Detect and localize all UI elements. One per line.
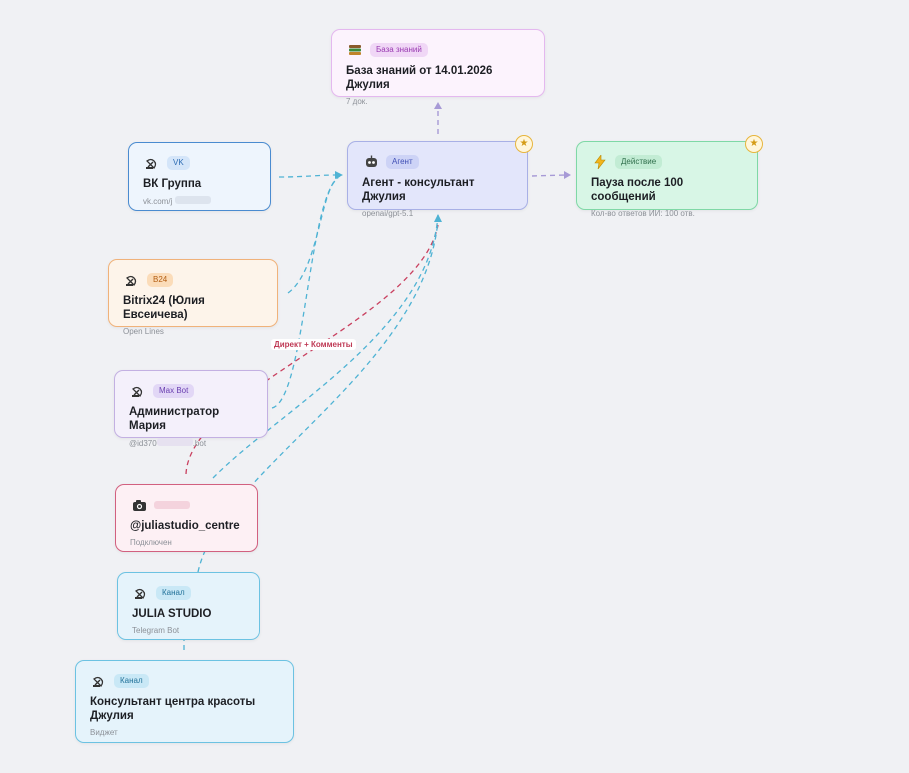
redacted-badge	[154, 501, 190, 509]
books-icon	[346, 41, 364, 59]
node-instagram[interactable]: @juliastudio_centre Подключен	[115, 484, 258, 552]
robot-icon	[362, 153, 380, 171]
edge-vk-agent-arrow	[335, 171, 343, 179]
satellite-icon	[143, 154, 161, 172]
node-subtitle: Кол-во ответов ИИ: 100 отв.	[591, 209, 695, 218]
node-subtitle: Telegram Bot	[132, 626, 180, 635]
node-max-bot[interactable]: Max Bot Администратор Мария @id370.bot	[114, 370, 268, 448]
node-title: @juliastudio_centre	[130, 520, 240, 532]
node-type-badge: Агент	[386, 155, 419, 169]
node-subtitle: Подключен	[130, 538, 172, 547]
node-bitrix24[interactable]: B24 Bitrix24 (Юлия Евсеичева) Open Lines	[108, 259, 278, 336]
node-telegram[interactable]: Канал JULIA STUDIO Telegram Bot	[117, 572, 260, 640]
node-type-badge: Канал	[114, 674, 149, 688]
node-subtitle: Виджет	[90, 728, 118, 737]
satellite-icon	[132, 584, 150, 602]
edge-label-direct: Директ + Комменты	[271, 339, 356, 350]
node-subtitle: openai/gpt-5.1	[362, 209, 414, 218]
node-subtitle: Open Lines	[123, 327, 164, 336]
satellite-icon	[129, 382, 147, 400]
node-title: Консультант центра красоты Джулия	[90, 696, 256, 722]
edge-bitrix-agent	[287, 175, 341, 294]
node-agent[interactable]: Агент Агент - консультант Джулия openai/…	[347, 141, 528, 218]
node-title: ВК Группа	[143, 178, 202, 190]
node-type-badge: VK	[167, 156, 190, 170]
node-title: Агент - консультант Джулия	[362, 177, 475, 203]
node-subtitle: @id370.bot	[129, 438, 207, 448]
satellite-icon	[123, 271, 141, 289]
redacted-text	[174, 196, 211, 204]
node-title: База знаний от 14.01.2026 Джулия	[346, 65, 493, 91]
node-type-badge: Действие	[615, 155, 663, 169]
node-type-badge: Канал	[156, 586, 191, 600]
node-title: Администратор Мария	[129, 406, 220, 432]
satellite-icon	[90, 672, 108, 690]
edge-agent-action	[531, 174, 567, 177]
node-type-badge: База знаний	[370, 43, 428, 57]
node-title: Пауза после 100 сообщений	[591, 177, 684, 203]
agent-star-icon[interactable]: ★	[515, 135, 533, 153]
node-widget[interactable]: Канал Консультант центра красоты Джулия …	[75, 660, 294, 743]
node-type-badge: Max Bot	[153, 384, 195, 398]
camera-icon	[130, 496, 148, 514]
node-subtitle: vk.com/j	[143, 196, 256, 207]
lightning-icon	[591, 153, 609, 171]
action-star-icon[interactable]: ★	[745, 135, 763, 153]
node-title: JULIA STUDIO	[132, 608, 212, 620]
node-subtitle: 7 док.	[346, 97, 368, 106]
edge-agent-action-arrow	[564, 171, 571, 179]
node-knowledge-base[interactable]: База знаний База знаний от 14.01.2026 Дж…	[331, 29, 545, 106]
edge-vk-agent	[278, 174, 337, 178]
node-title: Bitrix24 (Юлия Евсеичева)	[123, 295, 205, 321]
node-type-badge: B24	[147, 273, 174, 287]
node-action[interactable]: Действие Пауза после 100 сообщений Кол-в…	[576, 141, 758, 218]
node-vk-group[interactable]: VK ВК Группа vk.com/j	[128, 142, 271, 211]
redacted-text	[156, 438, 193, 446]
edge-maxbot-agent	[271, 177, 339, 409]
